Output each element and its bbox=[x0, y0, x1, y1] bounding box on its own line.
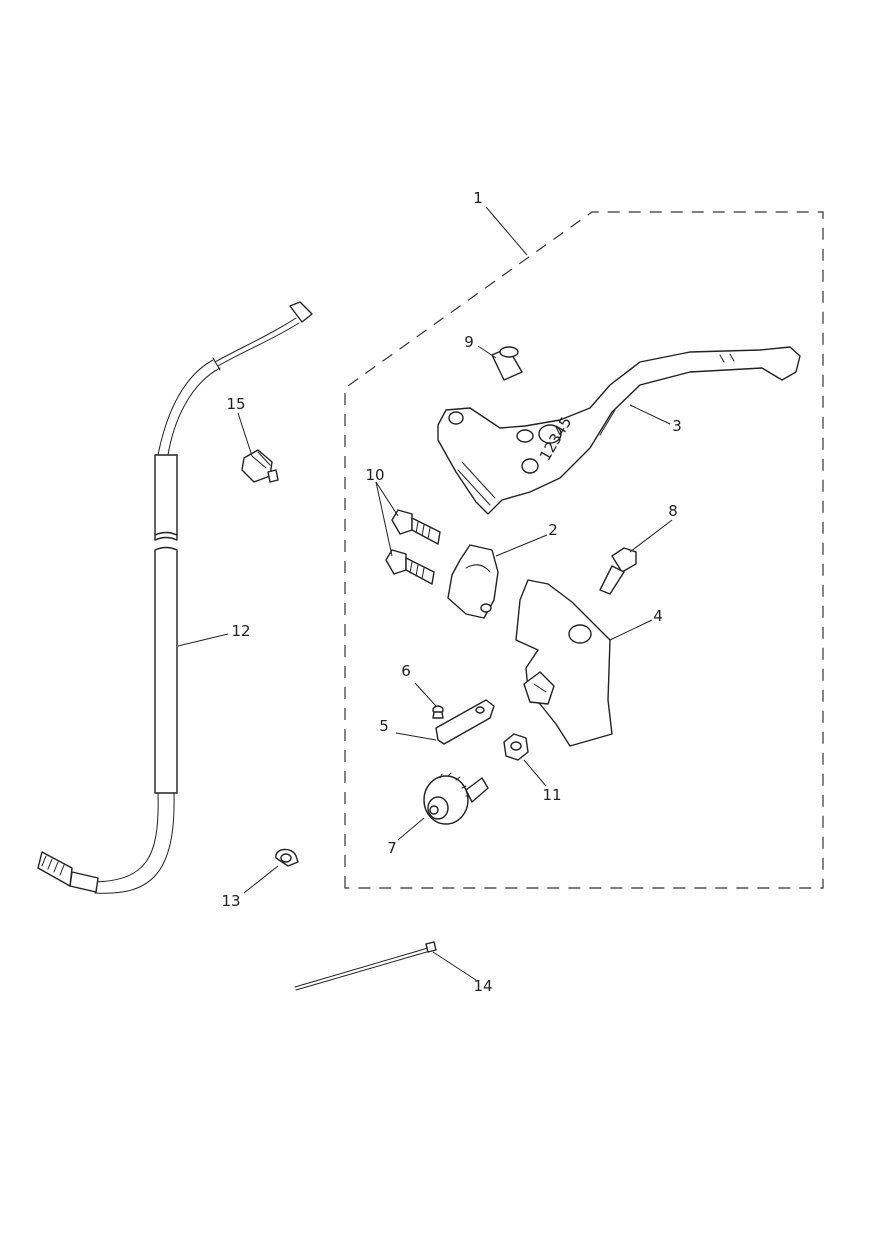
bolts-10 bbox=[385, 509, 441, 585]
screw-6 bbox=[432, 705, 444, 719]
callout-10: 10 bbox=[365, 466, 384, 484]
bush-9 bbox=[491, 346, 523, 381]
clutch-cable bbox=[37, 301, 313, 894]
callout-15: 15 bbox=[226, 395, 245, 413]
callout-9: 9 bbox=[464, 333, 474, 351]
cable-clip-15 bbox=[241, 449, 279, 483]
nut-11 bbox=[503, 733, 529, 761]
callout-7: 7 bbox=[387, 839, 397, 857]
pivot-bolt-8 bbox=[599, 547, 637, 595]
callout-12: 12 bbox=[231, 622, 250, 640]
callout-11: 11 bbox=[542, 786, 561, 804]
callout-4: 4 bbox=[653, 607, 663, 625]
callout-2: 2 bbox=[548, 521, 558, 539]
callout-5: 5 bbox=[379, 717, 389, 735]
callout-1: 1 bbox=[473, 189, 483, 207]
clutch-lever-3: 12345 bbox=[437, 346, 801, 515]
cable-bracket-5 bbox=[435, 699, 495, 745]
callout-6: 6 bbox=[401, 662, 411, 680]
p-clip-13 bbox=[275, 848, 299, 867]
leader-lines bbox=[177, 206, 673, 981]
cable-tie-14 bbox=[294, 941, 437, 991]
lever-bracket-4 bbox=[515, 579, 613, 747]
callout-14: 14 bbox=[473, 977, 492, 995]
assembly-boundary bbox=[344, 211, 824, 889]
callout-13: 13 bbox=[221, 892, 240, 910]
clamp-2 bbox=[447, 544, 499, 619]
callout-8: 8 bbox=[668, 502, 678, 520]
adjuster-7 bbox=[423, 772, 489, 825]
callout-3: 3 bbox=[672, 417, 682, 435]
